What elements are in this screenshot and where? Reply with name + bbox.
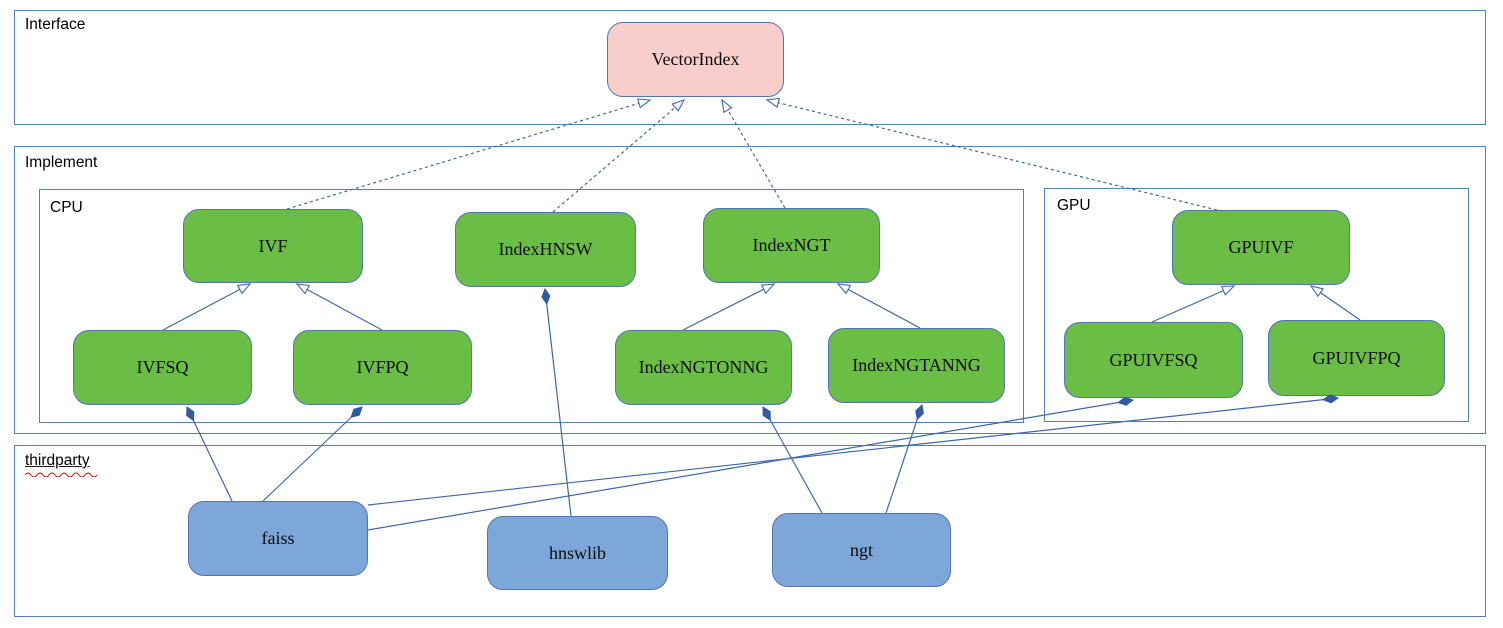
node-ngt: ngt <box>772 513 951 587</box>
node-gpuivf-label: GPUIVF <box>1228 237 1294 257</box>
node-ivfsq: IVFSQ <box>73 330 252 405</box>
node-ivfpq: IVFPQ <box>293 330 472 405</box>
node-gpuivfpq: GPUIVFPQ <box>1268 320 1445 396</box>
node-hnswlib: hnswlib <box>487 516 668 590</box>
node-indexngtonng-label: IndexNGTONNG <box>638 357 769 377</box>
cpu-container-label: CPU <box>50 199 83 216</box>
node-indexngt-label: IndexNGT <box>752 235 831 255</box>
node-gpuivfpq-label: GPUIVFPQ <box>1312 347 1401 368</box>
node-gpuivfsq-label: GPUIVFSQ <box>1109 349 1198 370</box>
node-indexngtanng-label: IndexNGTANNG <box>852 355 981 375</box>
node-faiss-label: faiss <box>261 528 295 548</box>
implement-container-label: Implement <box>25 154 98 171</box>
node-indexngtanng: IndexNGTANNG <box>828 328 1005 403</box>
node-hnswlib-label: hnswlib <box>548 542 606 563</box>
node-indexngt: IndexNGT <box>703 208 880 283</box>
node-faiss: faiss <box>188 501 368 576</box>
spellcheck-squiggle-underline <box>25 472 98 477</box>
node-gpuivfsq: GPUIVFSQ <box>1064 322 1243 398</box>
node-ivfsq-label: IVFSQ <box>136 357 189 377</box>
node-ngt-label: ngt <box>849 539 873 560</box>
node-gpuivf: GPUIVF <box>1172 210 1350 285</box>
node-ivf-label: IVF <box>258 235 288 256</box>
thirdparty-container-label: thirdparty <box>25 452 98 477</box>
gpu-container-label: GPU <box>1057 197 1091 214</box>
thirdparty-label-text: thirdparty <box>25 452 90 469</box>
node-ivf: IVF <box>183 209 363 283</box>
node-vectorindex-label: VectorIndex <box>651 49 740 69</box>
interface-container-label: Interface <box>25 16 86 33</box>
node-ivfpq-label: IVFPQ <box>356 357 409 377</box>
node-indexngtonng: IndexNGTONNG <box>615 330 792 405</box>
node-indexhnsw-label: IndexHNSW <box>498 239 593 259</box>
node-indexhnsw: IndexHNSW <box>455 212 636 287</box>
node-vectorindex: VectorIndex <box>607 22 784 97</box>
